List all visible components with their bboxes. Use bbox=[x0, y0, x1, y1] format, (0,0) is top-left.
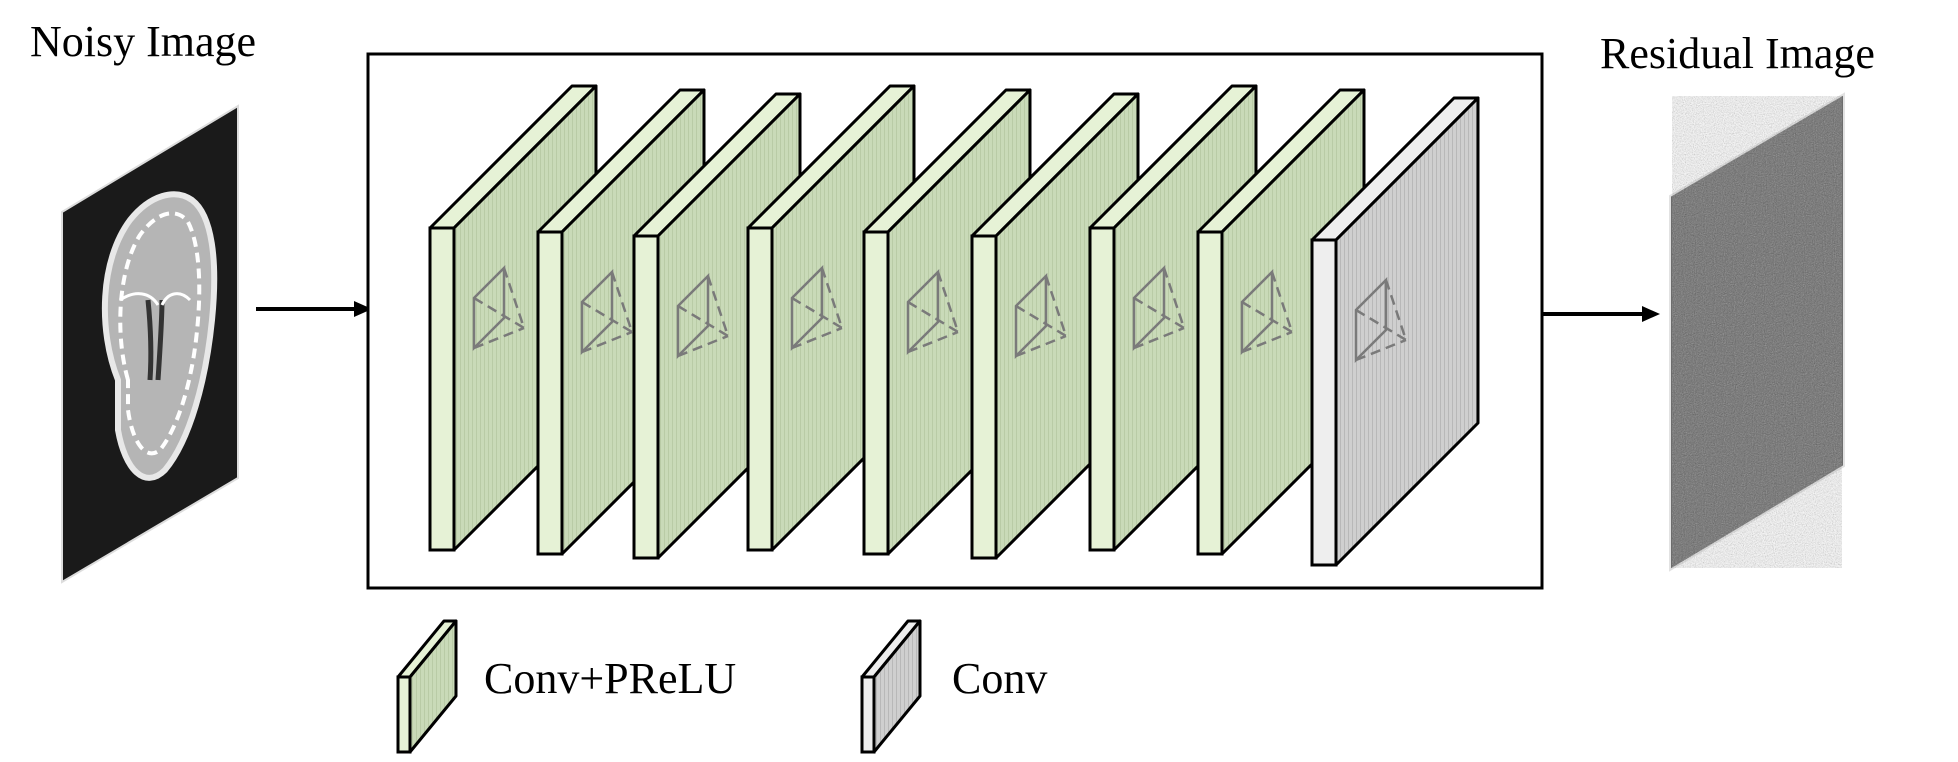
output-arrow bbox=[1542, 306, 1660, 322]
layer-stack bbox=[428, 84, 1480, 567]
input-arrow bbox=[256, 301, 372, 317]
brain-slice bbox=[101, 191, 218, 481]
legend-swatch bbox=[396, 619, 458, 754]
legend-label: Conv+PReLU bbox=[484, 654, 736, 703]
kernel-glyph bbox=[1014, 272, 1068, 360]
kernel-glyph bbox=[1132, 264, 1186, 352]
kernel-glyph bbox=[580, 268, 634, 356]
input-label: Noisy Image bbox=[30, 17, 256, 66]
noisy-image bbox=[61, 104, 239, 584]
legend-item-conv_prelu: Conv+PReLU bbox=[396, 619, 736, 754]
legend-label: Conv bbox=[952, 654, 1047, 703]
kernel-glyph bbox=[472, 264, 526, 352]
layer-9 bbox=[1310, 96, 1480, 567]
kernel-glyph bbox=[1354, 276, 1408, 364]
kernel-glyph bbox=[790, 264, 844, 352]
output-label: Residual Image bbox=[1600, 29, 1875, 78]
residual-image bbox=[1669, 92, 1845, 572]
legend-swatch bbox=[860, 619, 922, 754]
legend: Conv+PReLU Conv bbox=[396, 619, 1047, 754]
kernel-glyph bbox=[906, 268, 960, 356]
legend-item-conv: Conv bbox=[860, 619, 1047, 754]
kernel-glyph bbox=[1240, 268, 1294, 356]
kernel-glyph bbox=[676, 272, 730, 360]
